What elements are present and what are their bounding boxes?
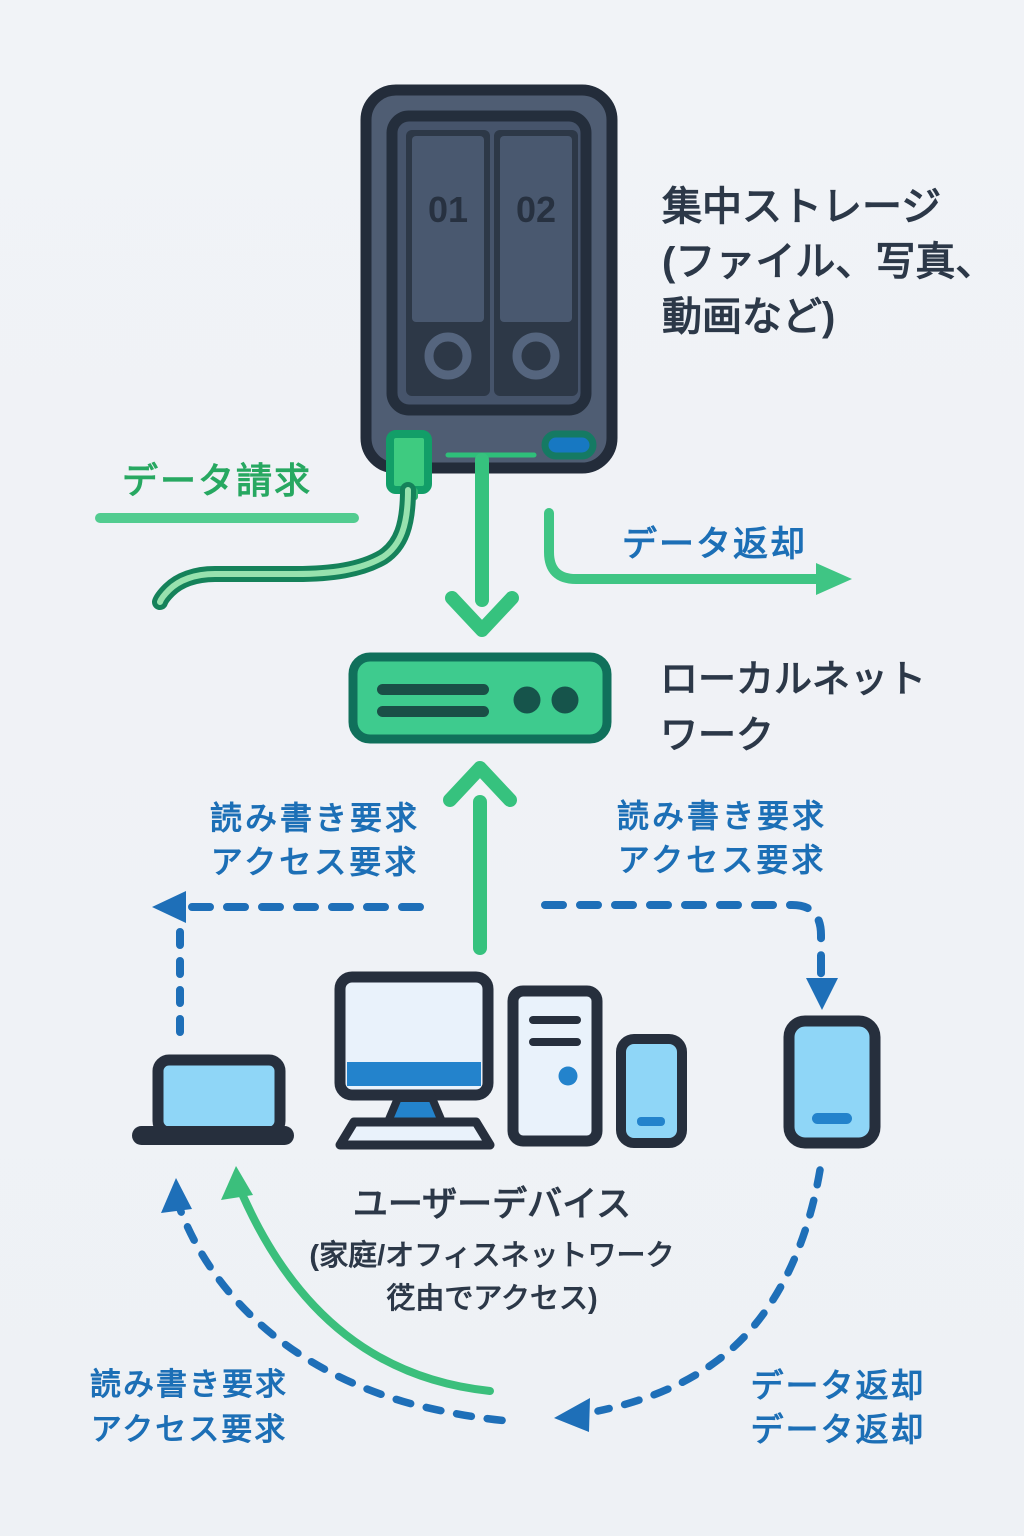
bay2-lock <box>512 332 560 380</box>
router-light-2 <box>551 686 579 714</box>
drive-bay-2: 02 <box>494 130 578 396</box>
tablet-icon <box>783 1015 881 1149</box>
rw-request-bottom-label: 読み書き要求 アクセス要求 <box>90 1367 288 1447</box>
power-button <box>558 1066 578 1086</box>
router-vent-1 <box>377 684 489 695</box>
bay2-number: 02 <box>516 189 556 230</box>
bay1-lock <box>424 332 472 380</box>
storage-caption: 集中ストレージ (ファイル、写真、 動画など) <box>662 180 995 345</box>
router-vent-2 <box>377 706 489 717</box>
storage-caption-line1: 集中ストレージ <box>662 185 942 229</box>
desktop-monitor-icon <box>334 971 495 1150</box>
drive-bay-1: 01 <box>406 130 490 396</box>
user-devices-sub1: (家庭/オフィスネットワーク <box>309 1240 675 1272</box>
router-body <box>348 652 612 744</box>
router-light-1 <box>513 686 541 714</box>
arrow-nas-to-router <box>445 453 519 637</box>
dashed-curve-bottom-left <box>161 1178 512 1425</box>
storage-caption-line2: (ファイル、写真、 <box>662 240 996 284</box>
arrow-devices-to-router <box>443 761 517 955</box>
green-curve-return-to-devices <box>221 1166 494 1395</box>
storage-caption-line3: 動画など) <box>662 295 836 339</box>
data-request-label: データ請求 <box>122 460 313 501</box>
rw-request-right-label: 読み書き要求 アクセス要求 <box>616 798 827 878</box>
usb-plug-icon <box>386 430 432 494</box>
tower-pc-icon <box>507 985 603 1147</box>
nas-icon: 01 02 <box>360 84 618 500</box>
dashed-arrow-left <box>152 891 424 1042</box>
rw-request-left-label: 読み書き要求 アクセス要求 <box>209 800 420 880</box>
lan-caption: ローカルネット ワーク <box>660 652 926 764</box>
data-request-cable <box>152 482 416 610</box>
data-return-top-label: データ返却 <box>622 525 808 564</box>
data-return-bottom-label: データ返却 データ返却 <box>750 1367 926 1448</box>
lan-caption-line2: ワーク <box>660 715 775 757</box>
home-bar <box>637 1117 665 1126</box>
arrow-data-return-top <box>544 508 852 595</box>
laptop-icon <box>132 1054 294 1145</box>
bay1-number: 01 <box>428 189 468 230</box>
home-bar <box>812 1113 852 1124</box>
router-icon <box>348 652 612 744</box>
led-indicator <box>541 430 597 460</box>
dashed-curve-from-tablet <box>554 1166 824 1432</box>
smartphone-icon <box>616 1034 687 1148</box>
user-devices-sub2: 徔由でアクセス) <box>386 1283 598 1315</box>
dashed-arrow-right <box>541 901 838 1010</box>
user-devices-caption: ユーザーデバイス (家庭/オフィスネットワーク 徔由でアクセス) <box>272 1183 712 1321</box>
user-devices-title: ユーザーデバイス <box>352 1185 632 1224</box>
lan-caption-line1: ローカルネット <box>660 659 927 701</box>
